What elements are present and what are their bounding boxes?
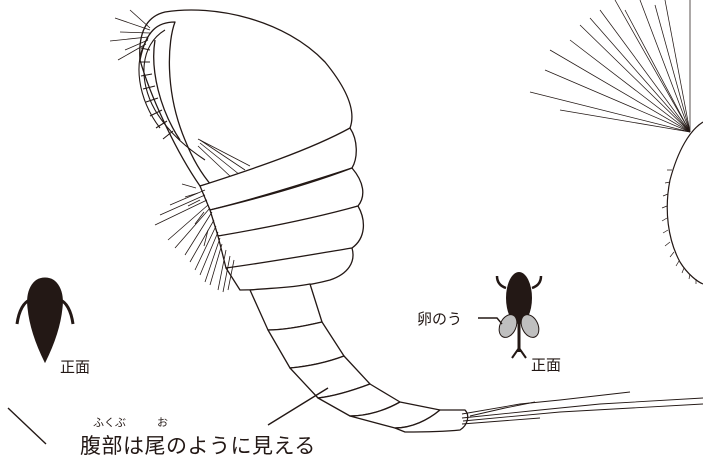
front-view-label-right: 正面 xyxy=(531,356,562,374)
ruby-tail-label: お xyxy=(157,416,168,429)
caudal-setae xyxy=(461,391,703,425)
ruby-abdomen-label: ふくぶ xyxy=(93,416,126,429)
leader-lines xyxy=(7,317,503,445)
legs-setae xyxy=(154,183,235,293)
front-view-copepod-left xyxy=(15,277,75,364)
right-hairs xyxy=(661,169,697,284)
front-view-copepod-right xyxy=(495,272,543,359)
right-body-part xyxy=(666,121,703,285)
egg-sacs xyxy=(498,314,540,338)
right-bristles xyxy=(529,0,691,133)
setae-top xyxy=(109,9,251,179)
caption: 腹部は尾のように見える xyxy=(80,434,316,458)
thoracic-segments xyxy=(199,127,364,291)
front-view-label-left: 正面 xyxy=(60,358,91,376)
egg-sac-label: 卵のう xyxy=(417,310,463,328)
abdomen xyxy=(249,283,469,433)
